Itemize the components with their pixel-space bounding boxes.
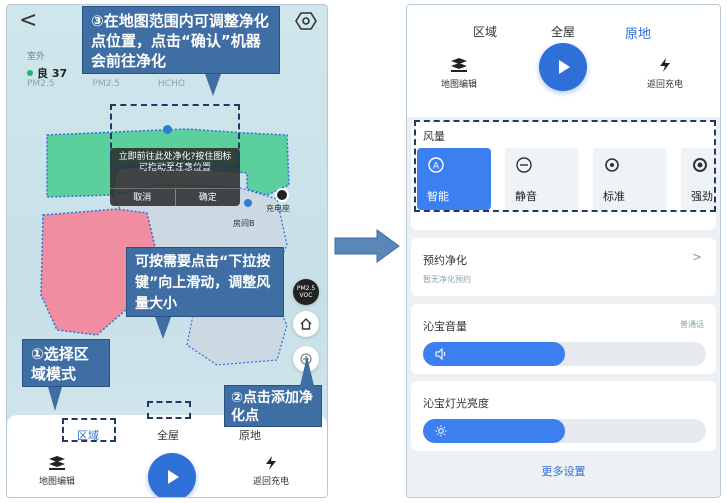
fan-option-label: 标准 — [603, 190, 625, 203]
fan-option-label: 静音 — [515, 190, 537, 203]
tab-whole-house[interactable]: 全屋 — [157, 429, 179, 442]
sensor-label: PM2.5 — [27, 79, 55, 89]
sensor-label: HCHO — [158, 79, 185, 89]
pm-voc-button[interactable]: PM2.5 VOC — [293, 279, 319, 305]
map-edit-button[interactable]: 地图编辑 — [39, 455, 75, 487]
silent-mode-icon — [516, 157, 532, 173]
mode-header: 区域 全屋 原地 地图编辑 返回充电 — [407, 5, 720, 117]
fan-option-label: 智能 — [427, 190, 449, 203]
back-arrow-icon[interactable]: < — [19, 8, 38, 33]
highlight-fan-speed — [414, 120, 716, 212]
tab-in-place[interactable]: 原地 — [625, 27, 652, 42]
right-phone-screen: 区域 全屋 原地 地图编辑 返回充电 风量 A — [406, 4, 721, 498]
pm-label: PM2.5 — [296, 285, 316, 292]
map-edit-icon — [49, 456, 65, 470]
volume-slider[interactable] — [423, 342, 706, 366]
tab-whole-house[interactable]: 全屋 — [551, 25, 576, 39]
fan-option-silent[interactable]: 静音 — [505, 148, 579, 210]
dialog-message: 立即前往此处净化?按住图标可拖动至任意位置 — [118, 152, 232, 173]
room-pin-icon — [244, 199, 252, 207]
aqi-value: 良 37 — [37, 67, 68, 80]
mode-tabs: 区域 全屋 原地 — [7, 427, 327, 445]
return-charge-label: 返回充电 — [253, 477, 290, 487]
fan-speed-card: 风量 A 智能 静音 标准 — [411, 122, 720, 230]
target-pin-icon[interactable] — [163, 125, 172, 134]
annotation-step1: ①选择区域模式 — [22, 339, 110, 387]
bottom-actions: 地图编辑 返回充电 — [7, 447, 327, 497]
home-view-button[interactable] — [293, 311, 319, 337]
lightning-icon — [660, 58, 670, 72]
more-settings-link[interactable]: 更多设置 — [541, 465, 586, 478]
go-purify-dialog: 立即前往此处净化?按住图标可拖动至任意位置 取消 确定 — [110, 148, 240, 206]
fan-title: 风量 — [423, 130, 445, 143]
map-edit-label: 地图编辑 — [440, 80, 477, 90]
annotation-pointer — [155, 317, 171, 339]
voc-label: VOC — [299, 292, 313, 299]
light-slider-fill — [423, 419, 565, 443]
fan-option-strong[interactable]: 强劲 — [681, 148, 720, 210]
highlight-area-tab — [62, 418, 116, 442]
settings-hexagon-icon[interactable] — [295, 11, 317, 31]
fan-option-standard[interactable]: 标准 — [593, 148, 667, 210]
volume-title: 沁宝音量 — [423, 320, 467, 333]
map-edit-icon — [451, 58, 467, 72]
start-purify-button[interactable] — [148, 453, 196, 497]
annotation-step3: ③在地图范围内可调整净化点位置，点击“确认”机器会前往净化 — [82, 6, 280, 74]
home-icon — [300, 318, 312, 330]
light-slider[interactable] — [423, 419, 706, 443]
tab-in-place[interactable]: 原地 — [239, 429, 261, 442]
annotation-pointer — [205, 74, 221, 96]
strong-mode-icon — [693, 158, 707, 172]
annotation-pointer — [48, 387, 62, 411]
fan-option-label: 强劲 — [691, 190, 713, 203]
play-icon — [168, 470, 179, 484]
transition-arrow-icon — [334, 229, 400, 263]
voice-language[interactable]: 普通话 — [680, 320, 704, 329]
tab-area[interactable]: 区域 — [77, 429, 99, 442]
tab-area[interactable]: 区域 — [473, 25, 498, 39]
smart-mode-icon: A — [428, 157, 444, 173]
sensor-label: PM2.5 — [92, 79, 121, 89]
schedule-title: 预约净化 — [423, 254, 467, 267]
outdoor-air-info: 室外 良 37 — [27, 49, 67, 81]
lightning-icon — [266, 456, 276, 470]
highlight-pull-handle — [147, 401, 191, 419]
light-title: 沁宝灯光亮度 — [423, 397, 489, 410]
schedule-card[interactable]: 预约净化 暂无净化预约 > — [411, 238, 716, 296]
map-edit-button[interactable]: 地图编辑 — [429, 57, 489, 90]
cancel-button[interactable]: 取消 — [133, 193, 152, 203]
volume-slider-fill — [423, 342, 565, 366]
speaker-icon — [435, 348, 446, 360]
return-charge-label: 返回充电 — [646, 80, 683, 90]
standard-mode-icon — [605, 158, 619, 172]
svg-text:A: A — [433, 162, 440, 172]
highlight-confirm-area — [110, 104, 240, 168]
map-edit-label: 地图编辑 — [39, 477, 76, 487]
fan-option-smart[interactable]: A 智能 — [417, 148, 491, 210]
air-quality-dot-icon — [27, 70, 33, 76]
sensor-labels: PM2.5 PM2.5 HCHO — [27, 79, 185, 89]
charger-label: 充电座 — [266, 204, 290, 213]
annotation-hint: 可按需要点击“下拉按键”向上滑动，调整风量大小 — [126, 247, 284, 317]
annotation-pointer — [300, 356, 314, 386]
play-icon — [559, 60, 570, 74]
light-card: 沁宝灯光亮度 — [411, 381, 716, 451]
chevron-right-icon: > — [691, 250, 702, 264]
dialog-buttons: 取消 确定 — [110, 188, 240, 206]
return-charge-button[interactable]: 返回充电 — [635, 57, 695, 90]
outdoor-label: 室外 — [27, 52, 46, 62]
confirm-button[interactable]: 确定 — [174, 189, 241, 206]
top-bar: < — [7, 5, 327, 41]
room-label: 房间B — [233, 219, 255, 228]
start-purify-button[interactable] — [539, 43, 587, 91]
annotation-step2: ②点击添加净化点 — [224, 385, 322, 427]
schedule-subtitle: 暂无净化预约 — [423, 275, 471, 284]
charger-dock-icon — [275, 188, 289, 202]
bottom-control-panel: 区域 全屋 原地 地图编辑 返回充电 — [7, 415, 327, 497]
sun-icon — [435, 425, 447, 437]
volume-card: 沁宝音量 普通话 — [411, 304, 716, 374]
return-charge-button[interactable]: 返回充电 — [253, 455, 289, 487]
